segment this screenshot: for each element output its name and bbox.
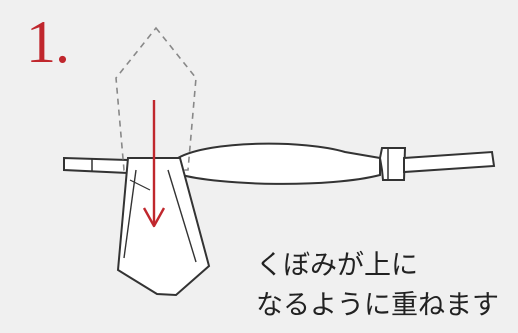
tie-blade-crease xyxy=(129,179,151,191)
tie-blade-fold-right xyxy=(167,169,197,263)
adjuster-clip xyxy=(378,147,407,181)
tie-blade-shape xyxy=(116,157,211,297)
fold-guide-dashed-outline xyxy=(115,26,197,171)
tie-blade xyxy=(116,157,211,297)
down-arrow-icon xyxy=(142,100,166,228)
tie-blade-fold-left xyxy=(123,169,137,259)
caption-line-1: くぼみが上に xyxy=(256,250,418,281)
step-number: 1. xyxy=(26,9,70,75)
strap-left-end xyxy=(63,156,129,175)
arrow-head xyxy=(142,207,166,228)
caption-line-2: なるように重ねます xyxy=(256,290,499,321)
tie-knot-band xyxy=(177,142,381,185)
strap-right-end xyxy=(403,150,496,174)
instruction-caption: くぼみが上に なるように重ねます xyxy=(256,246,499,326)
